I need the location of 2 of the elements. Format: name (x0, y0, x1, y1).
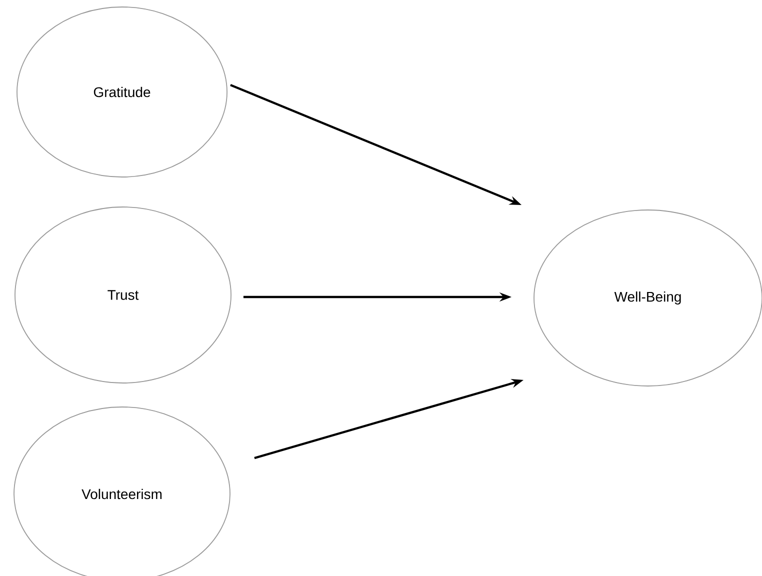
ellipse-node: Trust (14, 206, 232, 384)
ellipse-node: Gratitude (16, 6, 228, 178)
